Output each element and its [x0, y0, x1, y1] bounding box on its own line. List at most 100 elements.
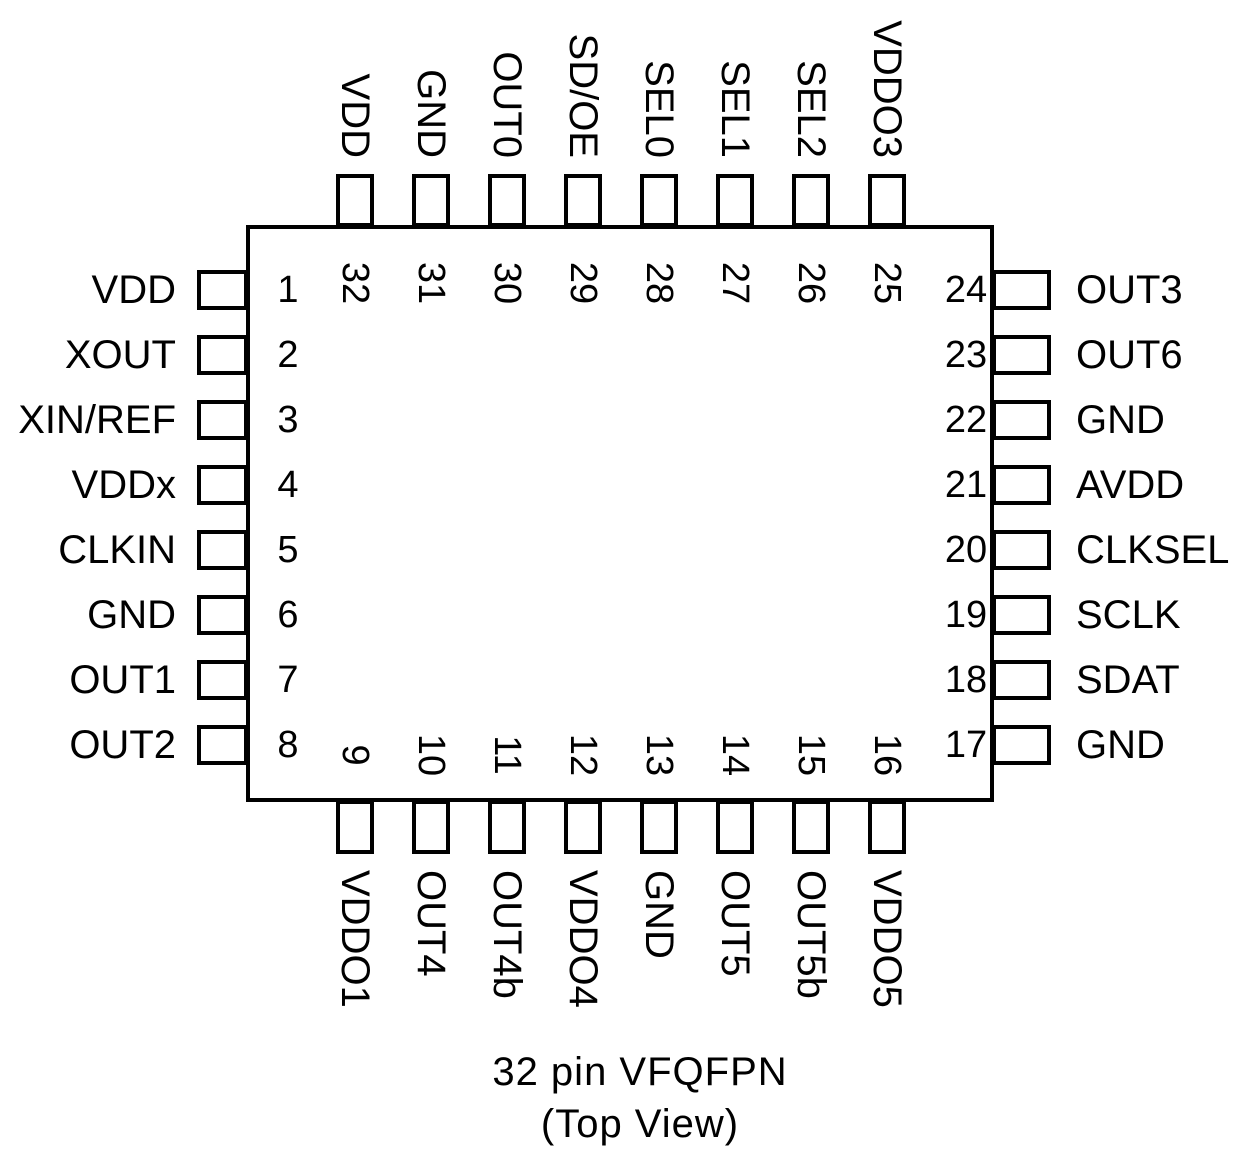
pin-27-pad [716, 174, 754, 227]
pin-7-number: 7 [277, 659, 298, 701]
pin-3-number: 3 [277, 399, 298, 441]
pin-3-name: XIN/REF [18, 398, 176, 442]
pin-9-number: 9 [334, 744, 376, 765]
pin-22-name: GND [1076, 398, 1165, 442]
pin-26-name: SEL2 [789, 60, 833, 158]
pin-5-number: 5 [277, 529, 298, 571]
pin-5-name: CLKIN [58, 528, 176, 572]
pin-28-number: 28 [638, 262, 680, 304]
pin-30-number: 30 [486, 262, 528, 304]
pin-16-number: 16 [866, 734, 908, 776]
package-view: (Top View) [540, 1102, 740, 1146]
pin-8-number: 8 [277, 724, 298, 766]
pin-14-name: OUT5 [713, 870, 757, 977]
pin-12-number: 12 [562, 734, 604, 776]
pin-25-pad [868, 174, 906, 227]
pin-16-pad [868, 800, 906, 854]
pin-4-name: VDDx [72, 463, 176, 507]
pin-10-name: OUT4 [409, 870, 453, 977]
pin-11-number: 11 [486, 735, 528, 774]
pin-19-name: SCLK [1076, 593, 1181, 637]
pin-15-pad [792, 800, 830, 854]
pin-1-number: 1 [277, 269, 298, 311]
pin-32-number: 32 [334, 262, 376, 304]
pin-22-pad [992, 400, 1051, 440]
pin-17-name: GND [1076, 723, 1165, 767]
pin-6-number: 6 [277, 594, 298, 636]
pin-18-pad [992, 660, 1051, 700]
pin-29-pad [564, 174, 602, 227]
pin-30-pad [488, 174, 526, 227]
pin-9-pad [336, 800, 374, 854]
pin-23-name: OUT6 [1076, 333, 1183, 377]
pin-2-number: 2 [277, 334, 298, 376]
pin-28-pad [640, 174, 678, 227]
pin-12-name: VDDO4 [561, 870, 605, 1008]
pin-15-name: OUT5b [789, 870, 833, 999]
pin-6-pad [197, 595, 248, 635]
pin-18-name: SDAT [1076, 658, 1180, 702]
pin-8-name: OUT2 [69, 723, 176, 767]
pin-31-pad [412, 174, 450, 227]
pin-16-name: VDDO5 [865, 870, 909, 1008]
pin-23-number: 23 [945, 334, 987, 376]
pin-1-name: VDD [92, 268, 176, 312]
pin-27-number: 27 [714, 262, 756, 304]
pin-7-name: OUT1 [69, 658, 176, 702]
pin-17-pad [992, 725, 1051, 765]
pin-8-pad [197, 725, 248, 765]
pin-30-name: OUT0 [485, 51, 529, 158]
pin-28-name: SEL0 [637, 60, 681, 158]
pin-20-number: 20 [945, 529, 987, 571]
pin-2-pad [197, 335, 248, 375]
pin-19-pad [992, 595, 1051, 635]
pin-24-name: OUT3 [1076, 268, 1183, 312]
pin-13-pad [640, 800, 678, 854]
pin-20-pad [992, 530, 1051, 570]
pin-4-number: 4 [277, 464, 298, 506]
pin-14-pad [716, 800, 754, 854]
pin-3-pad [197, 400, 248, 440]
pin-13-name: GND [637, 870, 681, 959]
pin-26-pad [792, 174, 830, 227]
pin-15-number: 15 [790, 734, 832, 776]
pin-29-name: SD/OE [561, 34, 605, 158]
pin-12-pad [564, 800, 602, 854]
pin-26-number: 26 [790, 262, 832, 304]
pin-20-name: CLKSEL [1076, 528, 1229, 572]
pin-31-name: GND [409, 69, 453, 158]
pin-24-number: 24 [945, 269, 987, 311]
pin-14-number: 14 [714, 734, 756, 776]
pin-21-number: 21 [945, 464, 987, 506]
pin-1-pad [197, 270, 248, 310]
pin-13-number: 13 [638, 734, 680, 776]
pin-5-pad [197, 530, 248, 570]
pin-24-pad [992, 270, 1051, 310]
pin-17-number: 17 [945, 724, 987, 766]
pin-19-number: 19 [945, 594, 987, 636]
pin-18-number: 18 [945, 659, 987, 701]
pin-9-name: VDDO1 [333, 870, 377, 1008]
pin-27-name: SEL1 [713, 60, 757, 158]
pin-32-pad [336, 174, 374, 227]
pin-21-name: AVDD [1076, 463, 1184, 507]
pin-25-name: VDDO3 [865, 20, 909, 158]
pin-23-pad [992, 335, 1051, 375]
pin-21-pad [992, 465, 1051, 505]
pin-11-pad [488, 800, 526, 854]
pin-10-number: 10 [410, 734, 452, 776]
pin-11-name: OUT4b [485, 870, 529, 999]
package-name: 32 pin VFQFPN [492, 1050, 788, 1094]
pin-2-name: XOUT [65, 333, 176, 377]
package-body [246, 225, 994, 802]
pin-31-number: 31 [410, 262, 452, 304]
pin-4-pad [197, 465, 248, 505]
pin-32-name: VDD [333, 74, 377, 158]
pin-10-pad [412, 800, 450, 854]
pin-22-number: 22 [945, 399, 987, 441]
pin-7-pad [197, 660, 248, 700]
pin-25-number: 25 [866, 262, 908, 304]
pin-6-name: GND [87, 593, 176, 637]
